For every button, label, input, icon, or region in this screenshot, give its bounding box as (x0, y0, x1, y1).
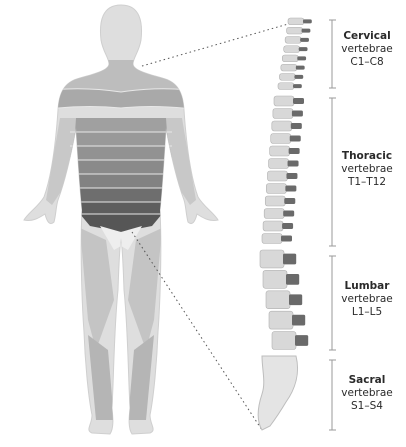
band-thoracic-4 (70, 160, 172, 174)
band-thoracic-2 (70, 132, 172, 146)
vertebra-thoracic-8 (266, 184, 286, 194)
vertebra-process-thoracic-5 (289, 148, 300, 154)
vertebra-process-thoracic-8 (285, 186, 296, 192)
vertebra-process-thoracic-10 (283, 211, 294, 217)
label-thoracic-title: Thoracic (329, 150, 405, 163)
band-thoracic-3 (70, 146, 172, 160)
vertebra-cervical-6 (281, 64, 297, 71)
vertebra-thoracic-4 (271, 134, 291, 144)
vertebra-thoracic-1 (274, 96, 294, 106)
vertebra-lumbar-2 (263, 270, 287, 288)
vertebra-process-thoracic-12 (281, 236, 292, 242)
label-thoracic-sub: vertebrae (329, 163, 405, 176)
vertebra-cervical-5 (282, 55, 298, 62)
vertebra-thoracic-12 (262, 234, 282, 244)
vertebra-process-thoracic-11 (282, 223, 293, 229)
vertebra-process-thoracic-4 (290, 136, 301, 142)
vertebra-lumbar-1 (260, 250, 284, 268)
vertebra-lumbar-5 (272, 332, 296, 350)
vertebra-lumbar-4 (269, 311, 293, 329)
label-sacral: Sacral vertebrae S1–S4 (329, 374, 405, 413)
vertebra-thoracic-9 (265, 196, 285, 206)
vertebra-process-lumbar-4 (292, 315, 305, 326)
vertebra-thoracic-11 (263, 221, 283, 231)
spine-column (260, 18, 312, 350)
vertebra-thoracic-2 (273, 109, 293, 119)
label-cervical-range: C1–C8 (329, 56, 405, 69)
vertebra-process-thoracic-3 (291, 123, 302, 129)
vertebra-thoracic-10 (264, 209, 284, 219)
vertebra-process-lumbar-1 (283, 254, 296, 265)
vertebra-process-lumbar-3 (289, 294, 302, 305)
vertebra-process-cervical-4 (299, 47, 308, 51)
vertebra-process-thoracic-7 (286, 173, 297, 179)
vertebra-thoracic-5 (270, 146, 290, 156)
region-brackets (329, 20, 336, 430)
vertebra-cervical-4 (284, 46, 300, 53)
connector-neck (142, 20, 302, 66)
label-sacral-title: Sacral (329, 374, 405, 387)
label-lumbar-range: L1–L5 (329, 306, 405, 319)
vertebra-lumbar-3 (266, 291, 290, 309)
label-cervical: Cervical vertebrae C1–C8 (329, 30, 405, 69)
vertebra-thoracic-7 (267, 171, 287, 181)
vertebra-process-cervical-5 (297, 56, 306, 60)
vertebra-cervical-3 (285, 37, 301, 44)
label-sacral-range: S1–S4 (329, 400, 405, 413)
vertebra-process-cervical-7 (294, 75, 303, 79)
vertebra-process-thoracic-9 (284, 198, 295, 204)
band-thoracic-7 (70, 202, 172, 214)
label-cervical-sub: vertebrae (329, 43, 405, 56)
vertebra-process-cervical-3 (300, 38, 309, 42)
label-thoracic: Thoracic vertebrae T1–T12 (329, 150, 405, 189)
label-sacral-sub: vertebrae (329, 387, 405, 400)
vertebra-process-thoracic-2 (292, 111, 303, 117)
vertebra-process-cervical-8 (293, 84, 302, 88)
vertebra-cervical-8 (278, 83, 294, 90)
vertebra-process-thoracic-1 (293, 98, 304, 104)
vertebra-process-thoracic-6 (288, 161, 299, 167)
vertebra-cervical-2 (287, 27, 303, 34)
label-lumbar: Lumbar vertebrae L1–L5 (329, 280, 405, 319)
vertebra-cervical-7 (279, 74, 295, 81)
vertebra-process-lumbar-5 (295, 335, 308, 346)
vertebra-thoracic-3 (272, 121, 292, 131)
band-thoracic-5 (70, 174, 172, 188)
label-cervical-title: Cervical (329, 30, 405, 43)
vertebra-process-lumbar-2 (286, 274, 299, 285)
vertebra-cervical-1 (288, 18, 304, 25)
label-lumbar-sub: vertebrae (329, 293, 405, 306)
band-thoracic-1 (70, 118, 172, 132)
label-thoracic-range: T1–T12 (329, 176, 405, 189)
vertebra-thoracic-6 (269, 159, 289, 169)
vertebra-process-cervical-1 (303, 19, 312, 23)
vertebra-process-cervical-2 (302, 29, 311, 33)
label-lumbar-title: Lumbar (329, 280, 405, 293)
sacrum (258, 356, 297, 430)
vertebra-process-cervical-6 (296, 66, 305, 70)
band-thoracic-6 (70, 188, 172, 202)
